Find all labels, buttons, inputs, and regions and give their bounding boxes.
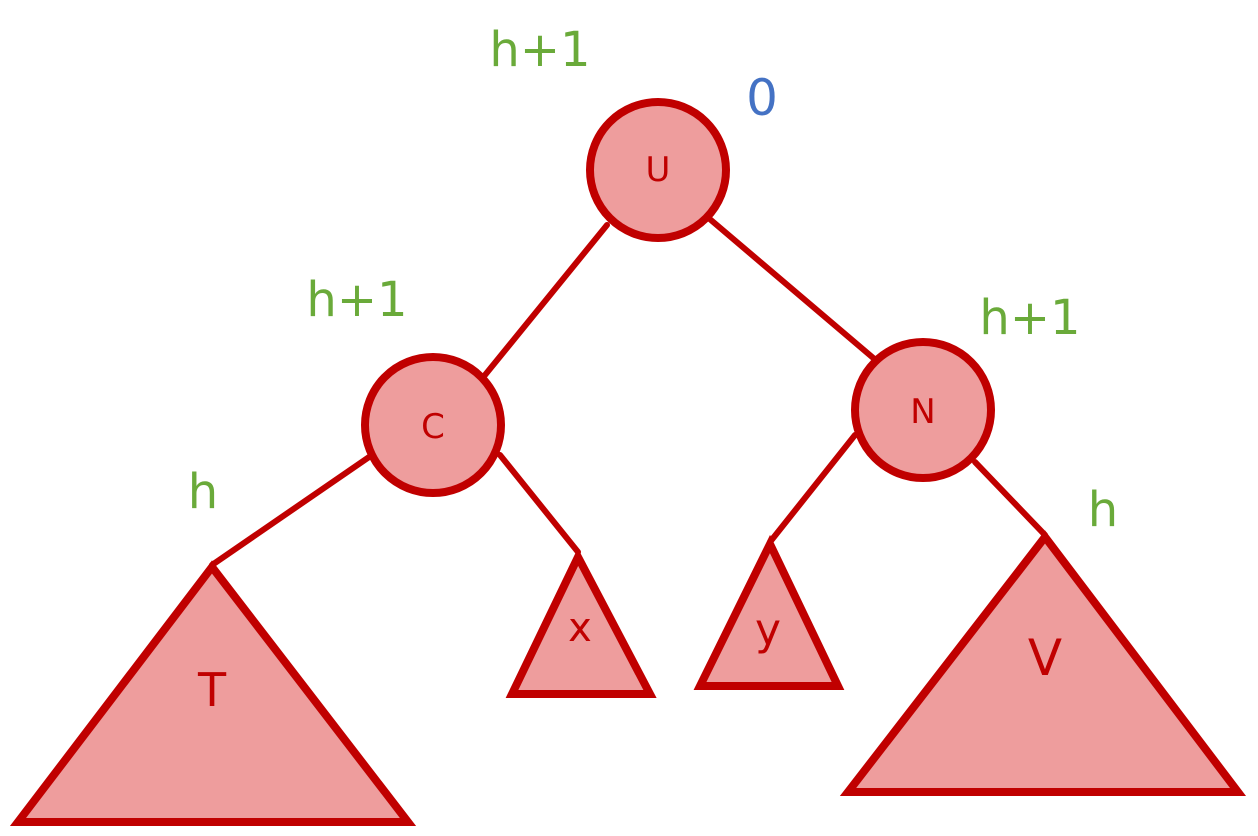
subtree-y: [693, 534, 845, 690]
edge-c-x: [497, 452, 581, 555]
height-label-t: h: [188, 464, 218, 520]
edge-n-v: [972, 459, 1048, 538]
subtree-x-label: x: [568, 605, 592, 651]
node-c-label: C: [421, 407, 445, 447]
subtree-t: [9, 560, 417, 826]
subtree-v: [839, 530, 1247, 796]
subtree-v-label: V: [1028, 629, 1062, 687]
height-label-c: h+1: [306, 272, 407, 328]
edge-u-c: [482, 222, 610, 378]
node-n-label: N: [910, 392, 935, 432]
edge-n-y: [767, 432, 858, 545]
subtree-y-label: y: [755, 605, 781, 656]
edge-u-n: [702, 212, 881, 365]
node-n: [851, 338, 995, 482]
edge-c-t: [209, 452, 375, 568]
subtree-t-label: T: [197, 663, 227, 717]
height-label-u: h+1: [489, 22, 590, 78]
height-label-n: h+1: [979, 290, 1080, 346]
node-u: [586, 98, 730, 242]
balance-label-u: 0: [746, 69, 778, 127]
node-c: [361, 353, 505, 497]
subtree-x: [505, 548, 657, 698]
height-label-v: h: [1088, 482, 1118, 538]
node-u-label: U: [646, 150, 671, 190]
